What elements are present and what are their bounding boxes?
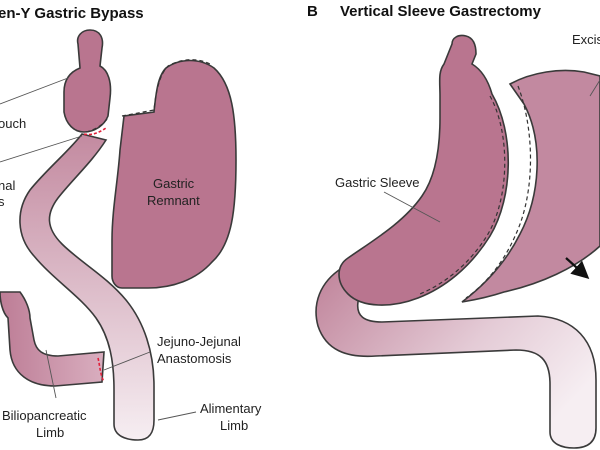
pouch-staple-line (85, 117, 109, 133)
label-jejuno-1: Jejuno-Jejunal (157, 334, 241, 349)
panel-a-title: en-Y Gastric Bypass (0, 5, 144, 22)
label-excised: Excis (572, 32, 600, 47)
biliopancreatic-limb (0, 291, 105, 387)
gastric-remnant (111, 59, 237, 289)
excision-arrow (565, 257, 590, 279)
sleeve-staple-line (419, 95, 506, 295)
label-bilio-1: Biliopancreatic (2, 408, 87, 423)
gastric-pouch (63, 29, 112, 133)
panel-b: B Vertical Sleeve Gastrectomy Gastric Sl… (307, 3, 600, 449)
panel-a: en-Y Gastric Bypass ouch nal s Gastric R… (0, 5, 262, 441)
label-jejuno-2: Anastomosis (157, 351, 232, 366)
label-bilio-2: Limb (36, 425, 64, 440)
label-gastric-remnant-1: Gastric (153, 176, 195, 191)
alimentary-leader (157, 411, 197, 421)
remnant-staple-line (121, 59, 211, 117)
panel-b-letter: B (307, 3, 318, 20)
label-pouch: ouch (0, 116, 26, 131)
label-anastomosis-2: s (0, 194, 5, 209)
label-gastric-remnant-2: Remnant (147, 193, 200, 208)
panel-b-title: Vertical Sleeve Gastrectomy (340, 3, 542, 20)
excised-staple-line (465, 85, 532, 299)
label-alimentary-2: Limb (220, 418, 248, 433)
jejuno-leader (103, 351, 151, 371)
label-anastomosis-1: nal (0, 178, 15, 193)
label-alimentary-1: Alimentary (200, 401, 262, 416)
bilio-leader (45, 349, 57, 399)
pouch-anastomosis-suture (83, 127, 107, 136)
jejuno-jejunal-suture (97, 357, 105, 383)
excised-stomach (461, 69, 600, 303)
gastric-sleeve (338, 34, 510, 306)
sleeve-leader (383, 191, 441, 223)
excised-leader (589, 79, 600, 97)
anastomosis-leader (0, 135, 83, 163)
pouch-leader (0, 77, 69, 105)
label-gastric-sleeve: Gastric Sleeve (335, 175, 420, 190)
